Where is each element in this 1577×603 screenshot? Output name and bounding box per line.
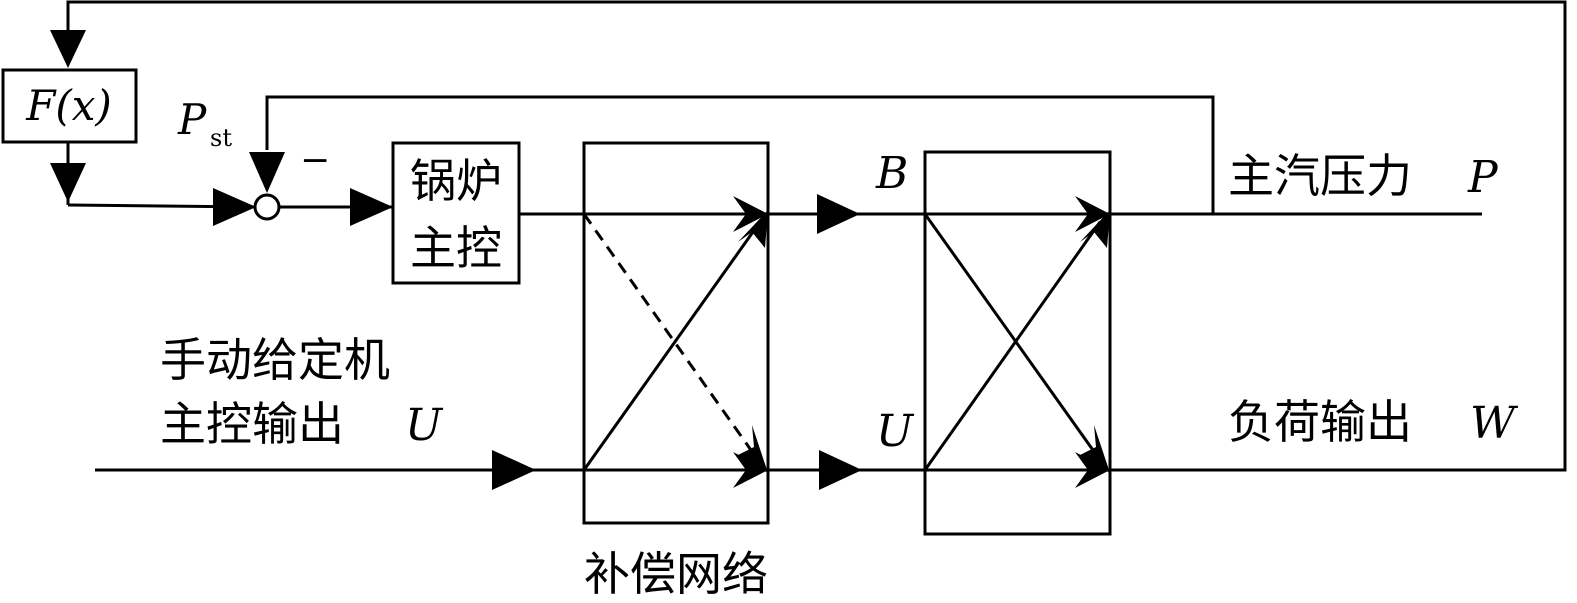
setpoint-symbol: P: [177, 95, 207, 144]
boiler-label-line2: 主控: [410, 221, 502, 275]
feedback-line-pressure: [265, 95, 1215, 214]
plant-cross-up: [923, 221, 1102, 471]
comp-arrowhead-bottom-diag: [738, 425, 768, 473]
summing-junction: [253, 193, 281, 221]
arrow-manual-u: [492, 450, 536, 490]
comp-cross-dashed: [582, 213, 760, 461]
manual-label-line2: 主控输出: [160, 397, 344, 451]
load-symbol: W: [1470, 398, 1519, 449]
comp-arrowhead-top: [733, 196, 768, 232]
plant-arrowhead-bottom: [1075, 452, 1110, 488]
arrow-b: [817, 194, 860, 234]
manual-label-line1: 手动给定机: [160, 333, 390, 387]
boiler-label-line1: 锅炉: [410, 154, 502, 208]
u-label-mid: U: [876, 406, 915, 457]
load-label: 负荷输出: [1228, 395, 1412, 449]
plant-arrowhead-bottom-diag: [1080, 425, 1110, 473]
comp-cross-solid: [582, 221, 762, 471]
plant-cross-down: [923, 213, 1102, 461]
comp-arrowhead-top-diag: [738, 210, 768, 248]
arrow-into-sum-top: [249, 152, 285, 193]
setpoint-subscript: st: [210, 124, 232, 152]
pressure-symbol: P: [1467, 152, 1499, 203]
feedback-line-load: [66, 0, 1567, 472]
manual-u-symbol: U: [405, 400, 444, 451]
compensation-network-block: [582, 141, 770, 525]
arrow-u: [819, 450, 862, 490]
arrow-into-fx: [50, 30, 86, 68]
arrow-fx-down: [50, 163, 86, 202]
pressure-label: 主汽压力: [1228, 149, 1412, 203]
arrow-into-boiler: [350, 188, 393, 226]
boiler-control-block: [391, 141, 521, 285]
comp-arrowhead-bottom: [733, 452, 768, 488]
compensation-network-label: 补偿网络: [584, 547, 768, 601]
fx-label: F(x): [25, 81, 112, 130]
plant-arrowhead-top-diag: [1080, 210, 1110, 248]
b-label: B: [875, 148, 908, 199]
minus-sign: −: [300, 140, 330, 181]
plant-arrowhead-top: [1075, 196, 1110, 232]
arrow-into-sum: [213, 188, 256, 226]
